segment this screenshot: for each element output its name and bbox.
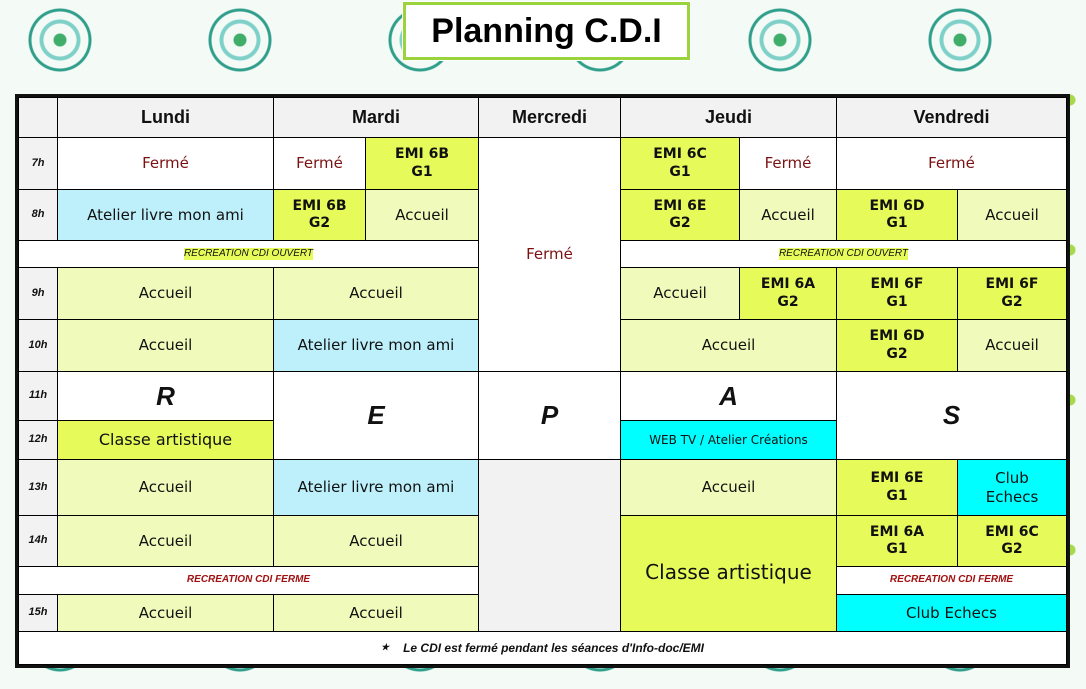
recreation-label: RECREATION CDI FERME	[889, 574, 1014, 586]
cell-accueil: Accueil	[957, 189, 1067, 241]
recreation-label: RECREATION CDI OUVERT	[778, 247, 909, 261]
day-header: Jeudi	[620, 97, 837, 138]
hour-label: 14h	[18, 515, 58, 567]
day-header: Mardi	[273, 97, 479, 138]
cell-emi: EMI 6C G1	[620, 137, 740, 190]
cell-emi: EMI 6E G1	[836, 459, 958, 516]
recreation-label: RECREATION CDI OUVERT	[183, 247, 314, 261]
hour-label: 9h	[18, 267, 58, 320]
recreation-row: RECREATION CDI OUVERT	[620, 240, 1067, 268]
cell-closed: Fermé	[478, 137, 621, 372]
hour-label: 10h	[18, 319, 58, 372]
cell-emi: EMI 6F G2	[957, 267, 1067, 320]
cell-accueil: Accueil	[365, 189, 479, 241]
cell-atelier: Atelier livre mon ami	[57, 189, 274, 241]
cell-emi: EMI 6D G2	[836, 319, 958, 372]
hour-label: 8h	[18, 189, 58, 241]
cell-accueil: Accueil	[57, 594, 274, 632]
cell-accueil: Accueil	[273, 267, 479, 320]
footer-text: Le CDI est fermé pendant les séances d'I…	[403, 640, 704, 655]
cell-emi: EMI 6F G1	[836, 267, 958, 320]
cell-closed: Fermé	[739, 137, 837, 190]
cell-accueil: Accueil	[620, 319, 837, 372]
hour-label: 13h	[18, 459, 58, 516]
cell-accueil: Accueil	[620, 267, 740, 320]
cell-club: Club Echecs	[836, 594, 1067, 632]
hour-label: 11h	[18, 371, 58, 421]
cell-emi: EMI 6B G2	[273, 189, 366, 241]
cell-accueil: Accueil	[57, 459, 274, 516]
cell-accueil: Accueil	[57, 319, 274, 372]
cell-emi: EMI 6E G2	[620, 189, 740, 241]
cell-accueil: Accueil	[273, 515, 479, 567]
cell-classe-artistique: Classe artistique	[57, 420, 274, 460]
page-title: Planning C.D.I	[402, 1, 691, 61]
lunch-letter: E	[273, 371, 479, 460]
cell-emi: EMI 6A G1	[836, 515, 958, 567]
cell-accueil: Accueil	[739, 189, 837, 241]
cell-accueil: Accueil	[273, 594, 479, 632]
corner-cell	[18, 97, 58, 138]
cell-accueil: Accueil	[957, 319, 1067, 372]
cell-classe-artistique: Classe artistique	[620, 515, 837, 632]
cell-closed: Fermé	[57, 137, 274, 190]
lunch-letter: S	[836, 371, 1067, 460]
hour-label: 15h	[18, 594, 58, 632]
cell-emi: EMI 6B G1	[365, 137, 479, 190]
recreation-row: RECREATION CDI FERME	[18, 566, 479, 595]
cell-closed: Fermé	[836, 137, 1067, 190]
cell-emi: EMI 6C G2	[957, 515, 1067, 567]
day-header: Lundi	[57, 97, 274, 138]
cell-webtv: WEB TV / Atelier Créations	[620, 420, 837, 460]
day-header: Mercredi	[478, 97, 621, 138]
hour-label: 12h	[18, 420, 58, 460]
lunch-letter: A	[620, 371, 837, 421]
lunch-letter: R	[57, 371, 274, 421]
cell-accueil: Accueil	[57, 267, 274, 320]
recreation-label: RECREATION CDI FERME	[186, 574, 311, 586]
cell-atelier: Atelier livre mon ami	[273, 319, 479, 372]
cell-emi: EMI 6D G1	[836, 189, 958, 241]
cell-club: Club Echecs	[957, 459, 1067, 516]
cell-closed: Fermé	[273, 137, 366, 190]
cell-accueil: Accueil	[57, 515, 274, 567]
cell-accueil: Accueil	[620, 459, 837, 516]
schedule-table: Lundi Mardi Mercredi Jeudi Vendredi 7h 8…	[15, 94, 1070, 668]
recreation-row: RECREATION CDI OUVERT	[18, 240, 479, 268]
lunch-letter: P	[478, 371, 621, 460]
recreation-row: RECREATION CDI FERME	[836, 566, 1067, 595]
hour-label: 7h	[18, 137, 58, 190]
day-header: Vendredi	[836, 97, 1067, 138]
cell-emi: EMI 6A G2	[739, 267, 837, 320]
footer-note: ★ Le CDI est fermé pendant les séances d…	[18, 631, 1067, 665]
star-icon: ★	[380, 642, 390, 653]
cell-atelier: Atelier livre mon ami	[273, 459, 479, 516]
cell-empty	[478, 459, 621, 632]
